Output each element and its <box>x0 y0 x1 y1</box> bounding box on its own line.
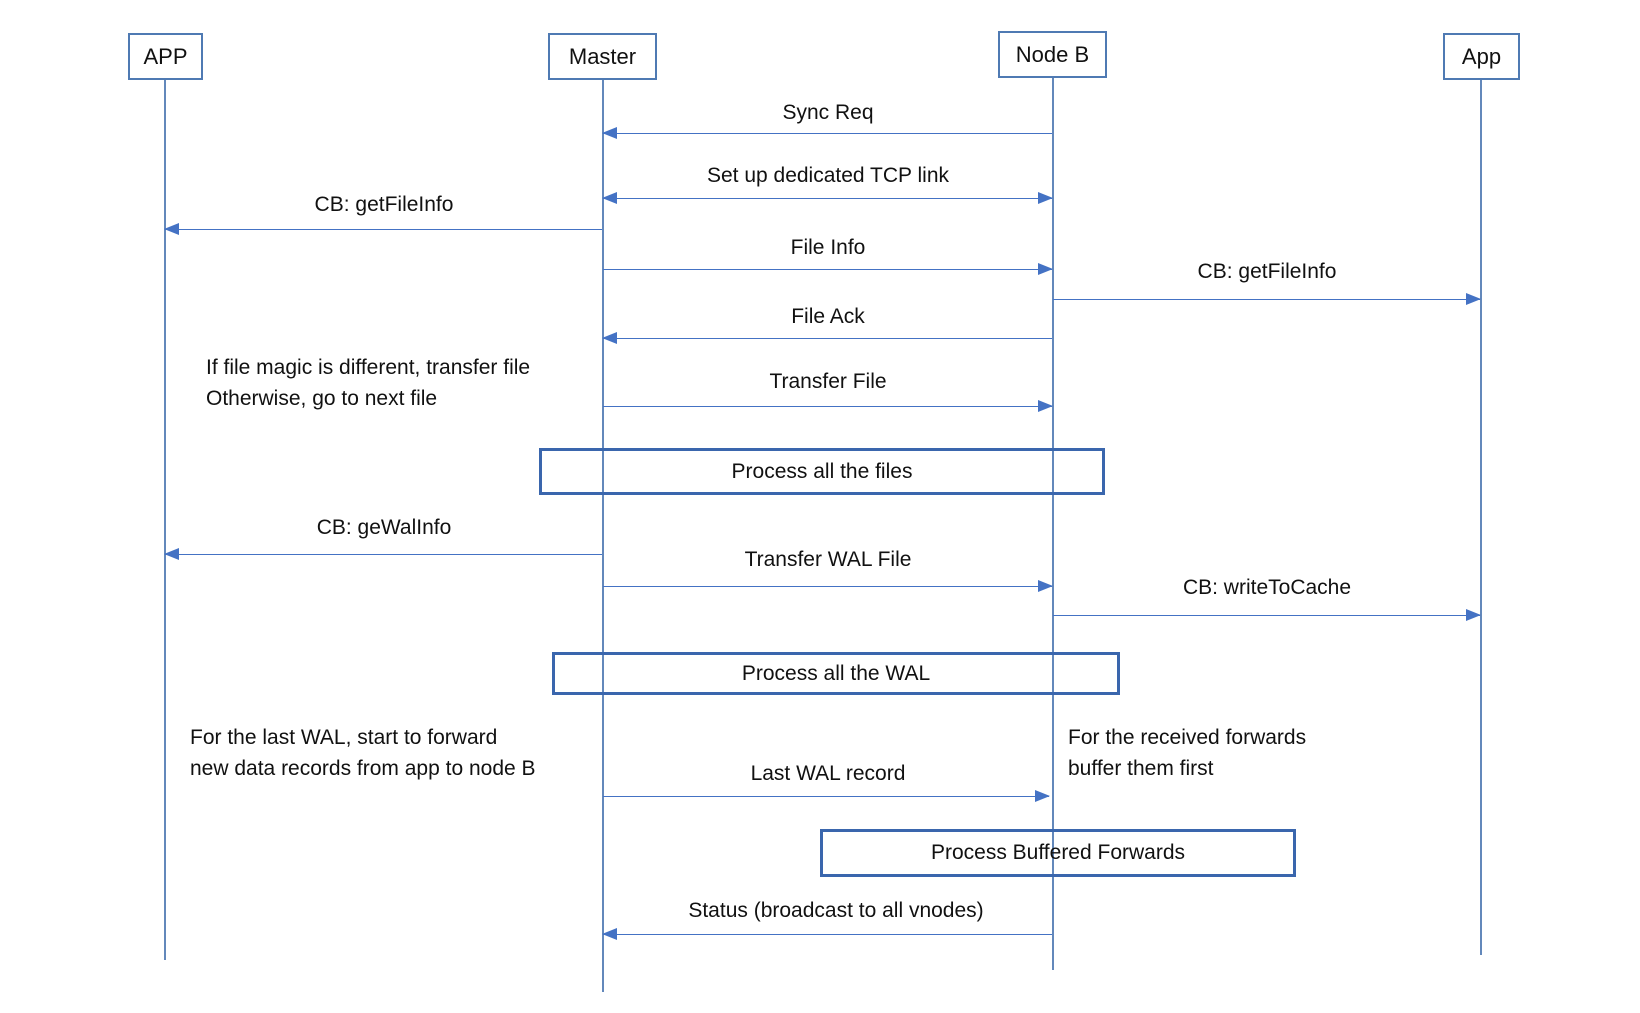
process-box-files-label: Process all the files <box>731 459 913 483</box>
note-file-magic-line2: Otherwise, go to next file <box>206 387 438 410</box>
actor-app-left: APP <box>128 33 203 80</box>
arrowhead-right-icon <box>1038 192 1053 204</box>
note-file-magic: If file magic is different, transfer fil… <box>206 352 530 414</box>
arrowhead-left-icon <box>602 127 617 139</box>
message-arrow-file-ack <box>602 332 1052 344</box>
message-label-cb-getfileinfo-right: CB: getFileInfo <box>1197 260 1337 283</box>
note-last-wal-line1: For the last WAL, start to forward <box>190 726 498 749</box>
note-received-forwards-line1: For the received forwards <box>1068 726 1307 749</box>
lifeline-app-left <box>164 80 166 960</box>
lifeline-node-b <box>1052 78 1054 970</box>
message-arrow-sync-req <box>602 127 1052 139</box>
actor-master-label: Master <box>568 43 637 69</box>
message-arrow-file-info <box>603 263 1053 275</box>
message-label-file-info: File Info <box>790 236 866 259</box>
arrowhead-left-icon <box>164 223 179 235</box>
process-box-wal: Process all the WAL <box>552 652 1120 695</box>
arrowhead-right-icon <box>1038 400 1053 412</box>
arrowhead-right-icon <box>1035 790 1050 802</box>
message-arrow-transfer-file <box>603 400 1053 412</box>
message-label-status-broadcast: Status (broadcast to all vnodes) <box>688 899 984 922</box>
arrowhead-right-icon <box>1038 263 1053 275</box>
note-last-wal-line2: new data records from app to node B <box>190 757 536 780</box>
message-arrow-cb-gewalinfo <box>164 548 602 560</box>
arrowhead-left-icon <box>602 928 617 940</box>
message-arrow-cb-getfileinfo-right <box>1053 293 1481 305</box>
message-label-transfer-wal-file: Transfer WAL File <box>744 548 912 571</box>
arrowhead-left-icon <box>602 192 617 204</box>
message-label-tcp-link: Set up dedicated TCP link <box>706 164 950 187</box>
arrowhead-right-icon <box>1466 609 1481 621</box>
message-label-transfer-file: Transfer File <box>769 370 887 393</box>
message-arrow-status-broadcast <box>602 928 1052 940</box>
actor-master: Master <box>548 33 657 80</box>
note-received-forwards-line2: buffer them first <box>1068 757 1214 780</box>
lifeline-app-right <box>1480 80 1482 955</box>
process-box-buffered-forwards-label: Process Buffered Forwards <box>930 841 1186 864</box>
arrowhead-right-icon <box>1038 580 1053 592</box>
arrowhead-left-icon <box>602 332 617 344</box>
message-label-last-wal-record: Last WAL record <box>750 762 906 785</box>
arrowhead-right-icon <box>1466 293 1481 305</box>
message-label-cb-writetocache: CB: writeToCache <box>1182 576 1352 599</box>
message-label-sync-req: Sync Req <box>782 101 874 124</box>
actor-app-right: App <box>1443 33 1520 80</box>
note-received-forwards: For the received forwards buffer them fi… <box>1068 722 1306 784</box>
process-box-files: Process all the files <box>539 448 1105 495</box>
process-box-wal-label: Process all the WAL <box>741 661 931 685</box>
message-label-cb-gewalinfo: CB: geWalInfo <box>316 516 452 539</box>
message-arrow-cb-writetocache <box>1053 609 1481 621</box>
arrowhead-left-icon <box>164 548 179 560</box>
actor-app-right-label: App <box>1461 43 1502 69</box>
actor-node-b-label: Node B <box>1015 41 1090 67</box>
process-box-buffered-forwards: Process Buffered Forwards <box>820 829 1296 877</box>
message-arrow-tcp-link <box>602 192 1053 204</box>
message-label-cb-getfileinfo-left: CB: getFileInfo <box>314 193 454 216</box>
message-arrow-transfer-wal-file <box>603 580 1053 592</box>
note-last-wal: For the last WAL, start to forward new d… <box>190 722 536 784</box>
message-label-file-ack: File Ack <box>791 305 865 328</box>
lifeline-master <box>602 80 604 992</box>
note-file-magic-line1: If file magic is different, transfer fil… <box>206 356 531 379</box>
message-arrow-last-wal-record <box>603 790 1050 802</box>
message-arrow-cb-getfileinfo-left <box>164 223 602 235</box>
actor-node-b: Node B <box>998 31 1107 78</box>
actor-app-left-label: APP <box>143 43 188 69</box>
